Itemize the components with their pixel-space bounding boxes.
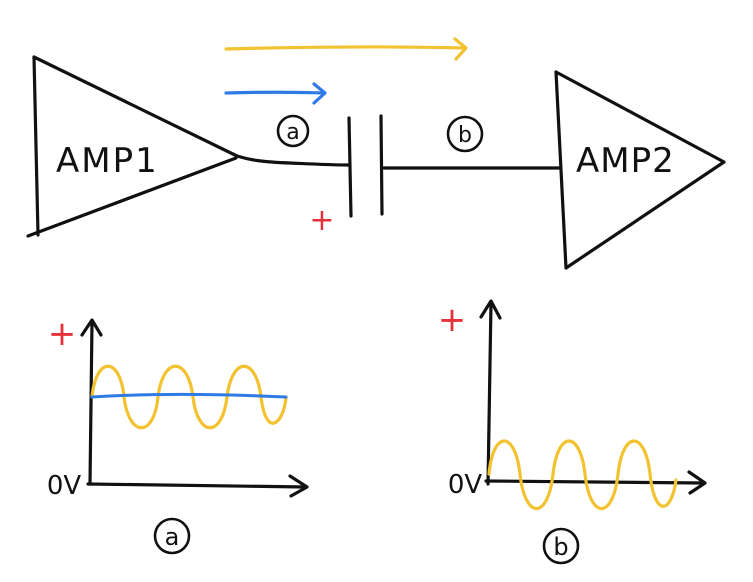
node-a-label: a (286, 120, 299, 145)
graph-b (479, 299, 707, 510)
graph-b-x-arrow (687, 470, 707, 495)
yellow-arrow (224, 37, 468, 61)
capacitor (347, 114, 384, 218)
graph-a-caption-marker: a (153, 517, 191, 555)
graph-a-caption: a (165, 523, 180, 551)
graph-a-x-axis (86, 482, 308, 489)
capacitor-plus-sign: + (309, 203, 334, 238)
wire-a (235, 154, 351, 167)
graph-b-caption-marker: b (542, 527, 580, 565)
amp1-label: AMP1 (56, 141, 159, 181)
graph-a (80, 318, 309, 498)
graph-b-y-axis (486, 301, 493, 486)
graph-b-x-axis (484, 479, 706, 485)
graph-a-blue-line (90, 392, 288, 399)
node-a-marker: a (276, 114, 310, 148)
amp2-triangle (554, 70, 726, 270)
graph-a-y-arrow (80, 318, 103, 337)
graph-a-x-arrow (288, 474, 309, 498)
graph-b-yellow-wave (487, 439, 678, 510)
graph-b-plus-sign: + (438, 300, 467, 340)
graph-a-y-axis (88, 320, 94, 486)
graph-a-plus-sign: + (48, 314, 77, 354)
graph-a-zero-label: 0V (47, 471, 82, 501)
node-b-marker: b (446, 115, 484, 153)
amp2-label: AMP2 (576, 141, 675, 181)
node-b-label: b (458, 123, 472, 148)
graph-b-y-arrow (479, 299, 502, 320)
blue-arrow (224, 82, 327, 105)
amp1-triangle (26, 55, 239, 238)
graph-b-caption: b (553, 533, 568, 561)
graph-b-zero-label: 0V (448, 470, 483, 500)
